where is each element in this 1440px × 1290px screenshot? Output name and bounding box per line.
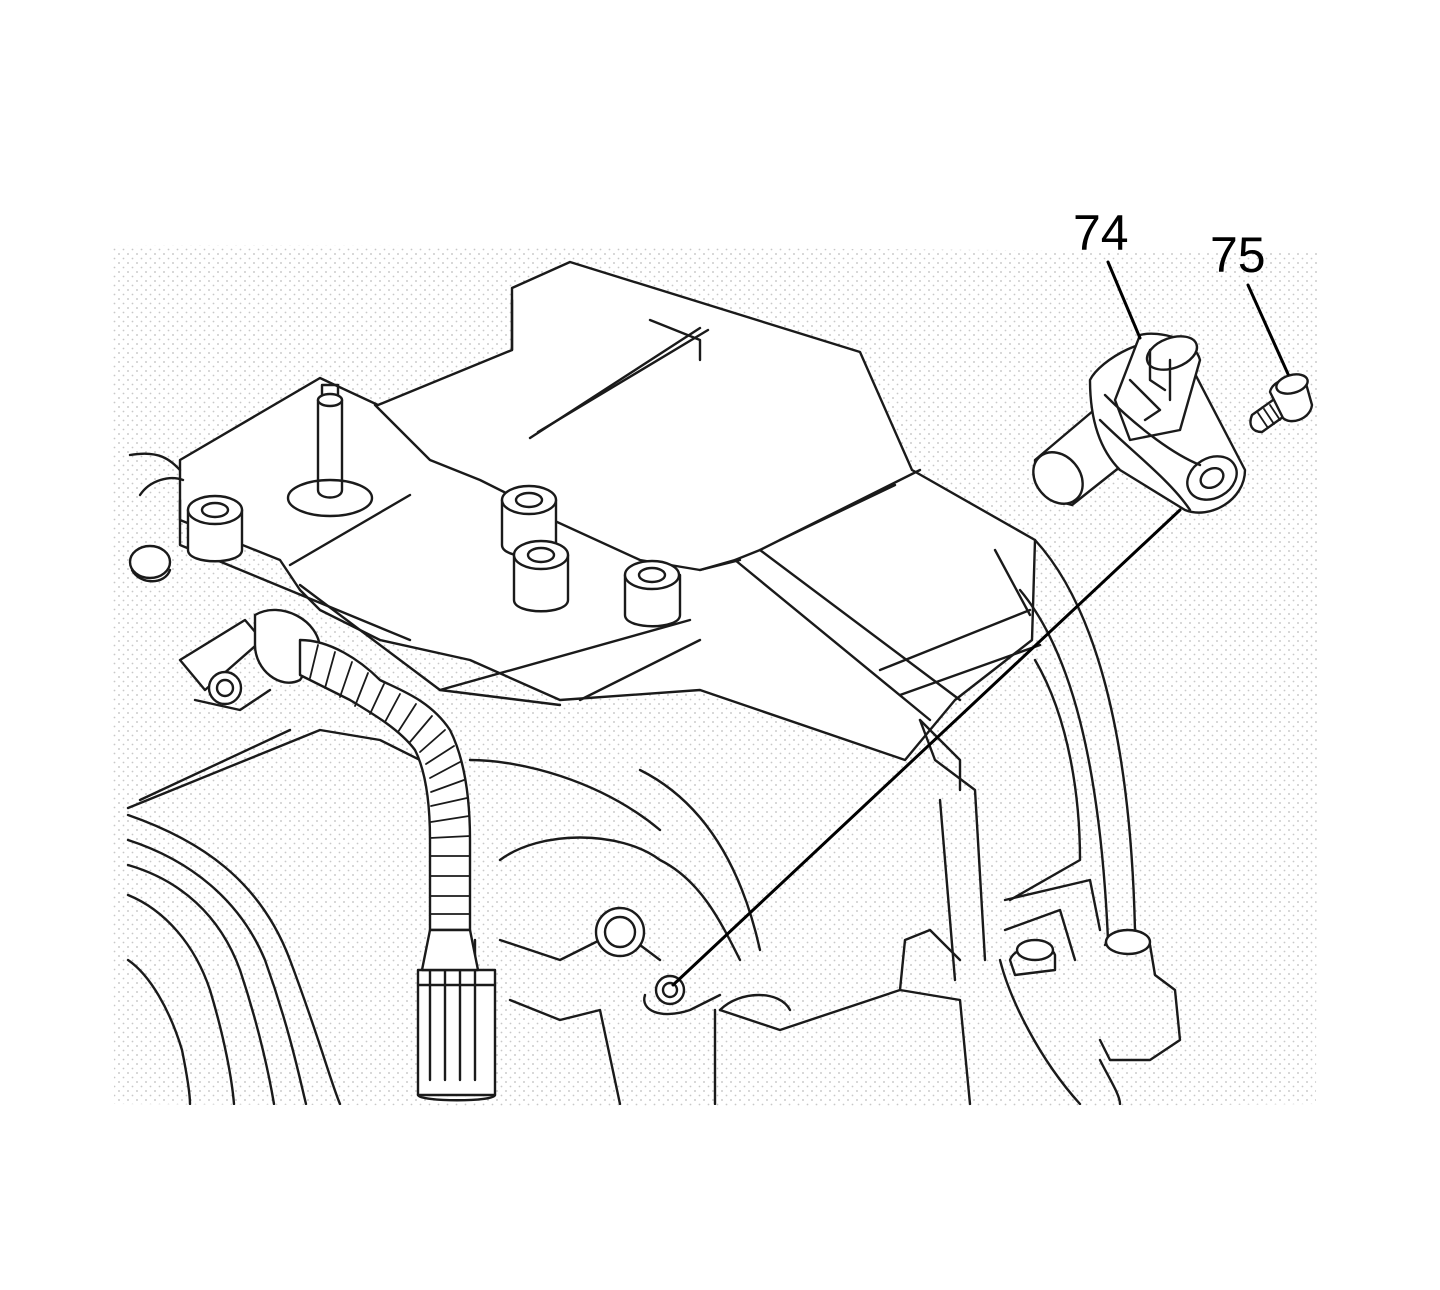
sensor-part-74	[1032, 332, 1247, 514]
leader-lines	[671, 260, 1290, 987]
callout-75-leader	[1246, 283, 1290, 376]
callout-75-label: 75	[1210, 227, 1266, 283]
transmission-housing	[126, 260, 1182, 1105]
wiring-harness	[178, 608, 497, 1102]
top-studs	[128, 383, 682, 628]
installation-axis-line	[671, 508, 1182, 987]
callout-74-label: 74	[1073, 205, 1129, 261]
bolt-part-75	[1249, 373, 1314, 434]
callout-74-leader	[1106, 260, 1142, 340]
